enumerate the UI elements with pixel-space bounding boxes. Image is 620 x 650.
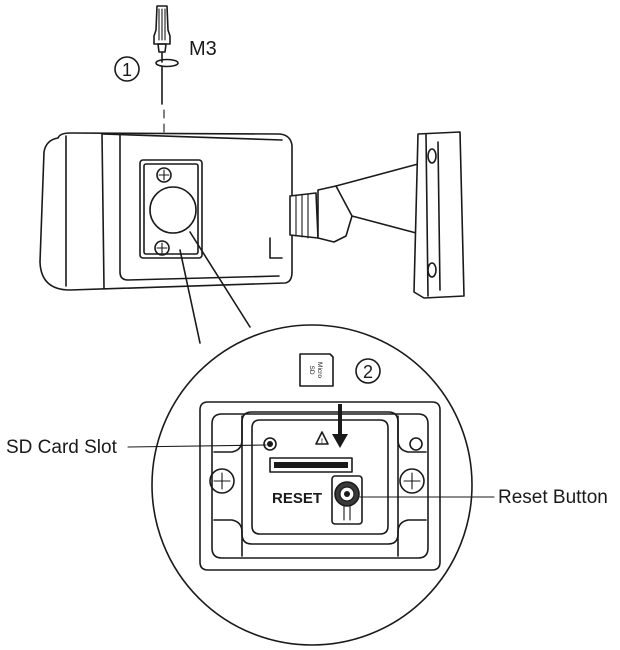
access-panel [199,401,441,571]
step-one-circle [114,56,140,82]
sd-card-slot: ! [269,431,353,473]
step-two-number: 2 [363,362,373,382]
micro-sd-card-icon: Micro SD [299,353,334,387]
arrow-down-icon [332,404,348,448]
step-two-circle [355,358,381,384]
access-plate [139,159,203,259]
washer-icon [155,58,179,68]
sd-card-slot-leader [127,444,267,448]
sd-card-slot-label: SD Card Slot [6,437,118,458]
reset-button [331,475,363,525]
reset-button-label: Reset Button [498,487,608,508]
zoom-line-right [189,231,251,328]
svg-text:!: ! [321,438,323,445]
camera-mount [289,131,465,299]
micro-sd-text-line1: Micro [316,362,323,378]
screw-size-label: M3 [189,38,217,60]
reset-engraving: RESET [272,490,322,507]
zoom-line-left [179,249,201,344]
screwdriver-icon [153,5,171,63]
step-one-number: 1 [122,60,132,80]
micro-sd-text-line2: SD [308,365,315,374]
